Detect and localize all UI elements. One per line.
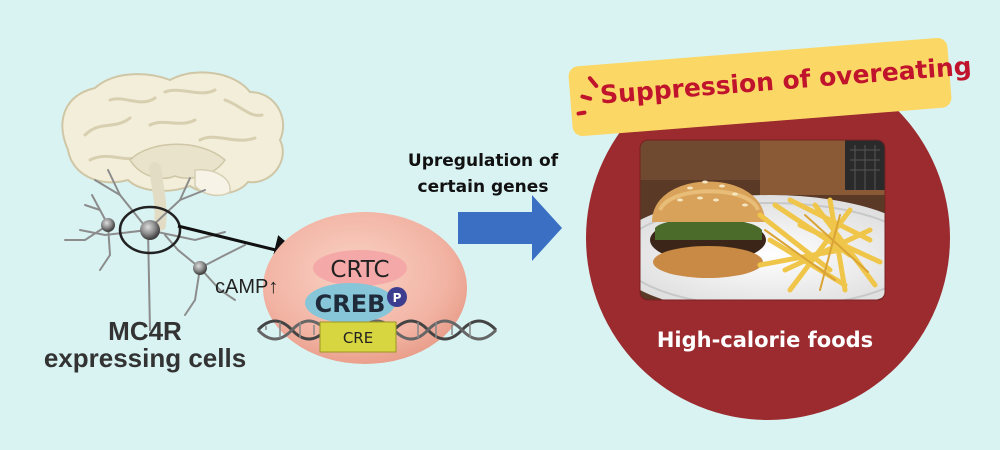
neuron-soma-main [140, 220, 160, 240]
upregulation-line1: Upregulation of [407, 151, 559, 171]
highlight-ellipse [118, 205, 182, 255]
camp-label: cAMP↑ [215, 276, 279, 298]
crtc-blob [313, 250, 407, 286]
phospho-badge [387, 287, 407, 307]
emphasis-mark-3 [576, 110, 587, 116]
burger-and-fries-photo [640, 140, 885, 300]
crtc-label: CRTC [330, 257, 389, 283]
arrow-right-icon [458, 195, 562, 261]
emphasis-mark-1 [587, 75, 600, 89]
zoom-arrow [177, 224, 304, 265]
neuron-icon [64, 169, 246, 331]
creb-label: CREB [315, 290, 386, 318]
emphasis-mark-2 [579, 94, 593, 102]
neuron-soma-right [193, 261, 207, 275]
phospho-label: P [393, 291, 402, 305]
upregulation-line2: certain genes [417, 177, 549, 197]
high-calorie-foods-label: High-calorie foods [656, 328, 874, 352]
creb-blob [305, 283, 395, 323]
mc4r-label-line2: expressing cells [43, 343, 247, 373]
cre-label: CRE [343, 329, 373, 347]
mc4r-cells-label: MC4R expressing cells [20, 318, 270, 372]
upregulation-label: Upregulation of certain genes [398, 148, 568, 200]
suppression-banner-text: Suppression of overeating [599, 51, 973, 110]
neuron-soma-left [101, 218, 115, 232]
cre-box [319, 321, 397, 353]
mc4r-label-line1: MC4R [108, 316, 182, 346]
